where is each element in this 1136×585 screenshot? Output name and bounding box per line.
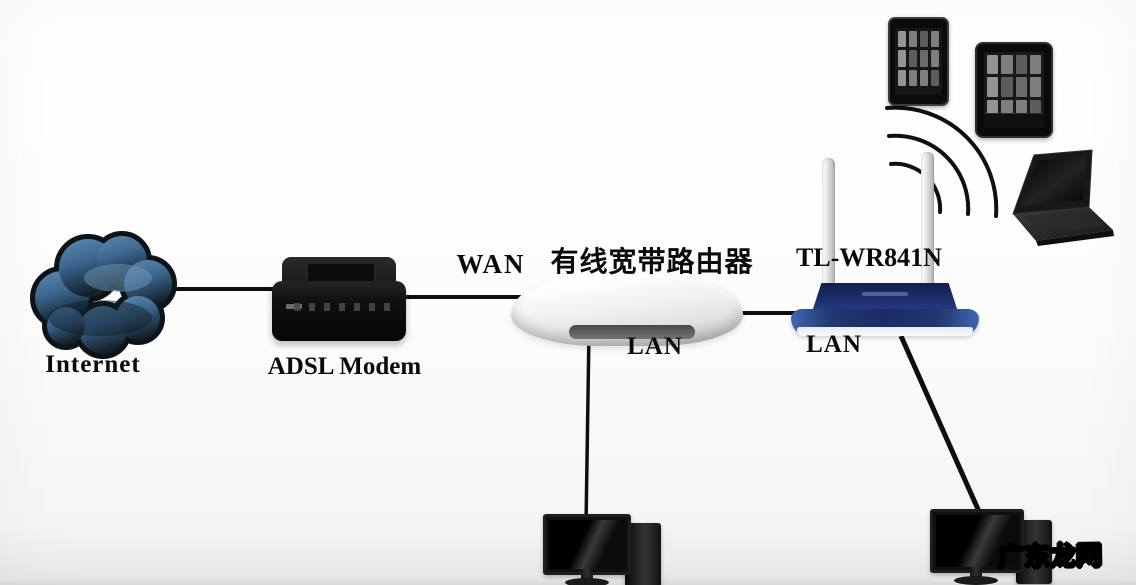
smartphone-icon	[888, 17, 949, 106]
tl-wr841n-label: TL-WR841N	[796, 243, 942, 272]
internet-label: Internet	[45, 351, 141, 378]
wan-port-label: WAN	[456, 249, 526, 279]
wifi-arc-outer	[885, 105, 999, 218]
smartphone-app-grid	[895, 28, 942, 89]
pc1-monitor-base	[565, 578, 609, 585]
tl-router-antenna-right-icon	[921, 152, 934, 300]
pc2-screen	[936, 515, 1018, 567]
adsl-modem-device	[272, 257, 406, 343]
tablet-dock	[984, 113, 1044, 128]
tablet-app-grid	[984, 52, 1044, 122]
modem-led-strip	[294, 303, 390, 311]
tl-router-logo	[862, 292, 908, 296]
tablet-icon	[975, 42, 1053, 138]
wired-router-title: 有线宽带路由器	[550, 247, 754, 278]
watermark: 广东龙网	[997, 540, 1104, 574]
wired-router-device	[511, 272, 743, 346]
internet-cloud-icon	[30, 231, 177, 359]
router-to-pc1-lan-line	[584, 330, 591, 527]
tl-to-pc2-lan-line	[898, 334, 984, 518]
laptop-icon	[1012, 149, 1114, 246]
adsl-modem-label: ADSL Modem	[267, 353, 422, 380]
tl-router-bottom-rim	[797, 327, 973, 336]
pc1-screen	[549, 520, 625, 569]
pc2-monitor	[930, 509, 1024, 573]
modem-body	[272, 281, 406, 341]
lan-label-wired-router: LAN	[627, 333, 683, 360]
wired-router-underside	[569, 325, 695, 339]
smartphone-screen	[895, 28, 942, 95]
pc1-tower	[625, 523, 661, 585]
tablet-screen	[984, 52, 1044, 128]
wifi-arc-middle	[887, 133, 971, 216]
modem-top-slot	[306, 262, 376, 283]
pc2-monitor-base	[954, 576, 998, 585]
pc2-monitor-neck	[970, 567, 982, 578]
tl-wr841n-device	[791, 283, 979, 336]
tl-router-antenna-left-icon	[822, 158, 835, 298]
pc1-monitor-neck	[581, 569, 593, 580]
pc1-monitor	[543, 514, 631, 575]
lan-label-tl-router: LAN	[806, 331, 862, 358]
